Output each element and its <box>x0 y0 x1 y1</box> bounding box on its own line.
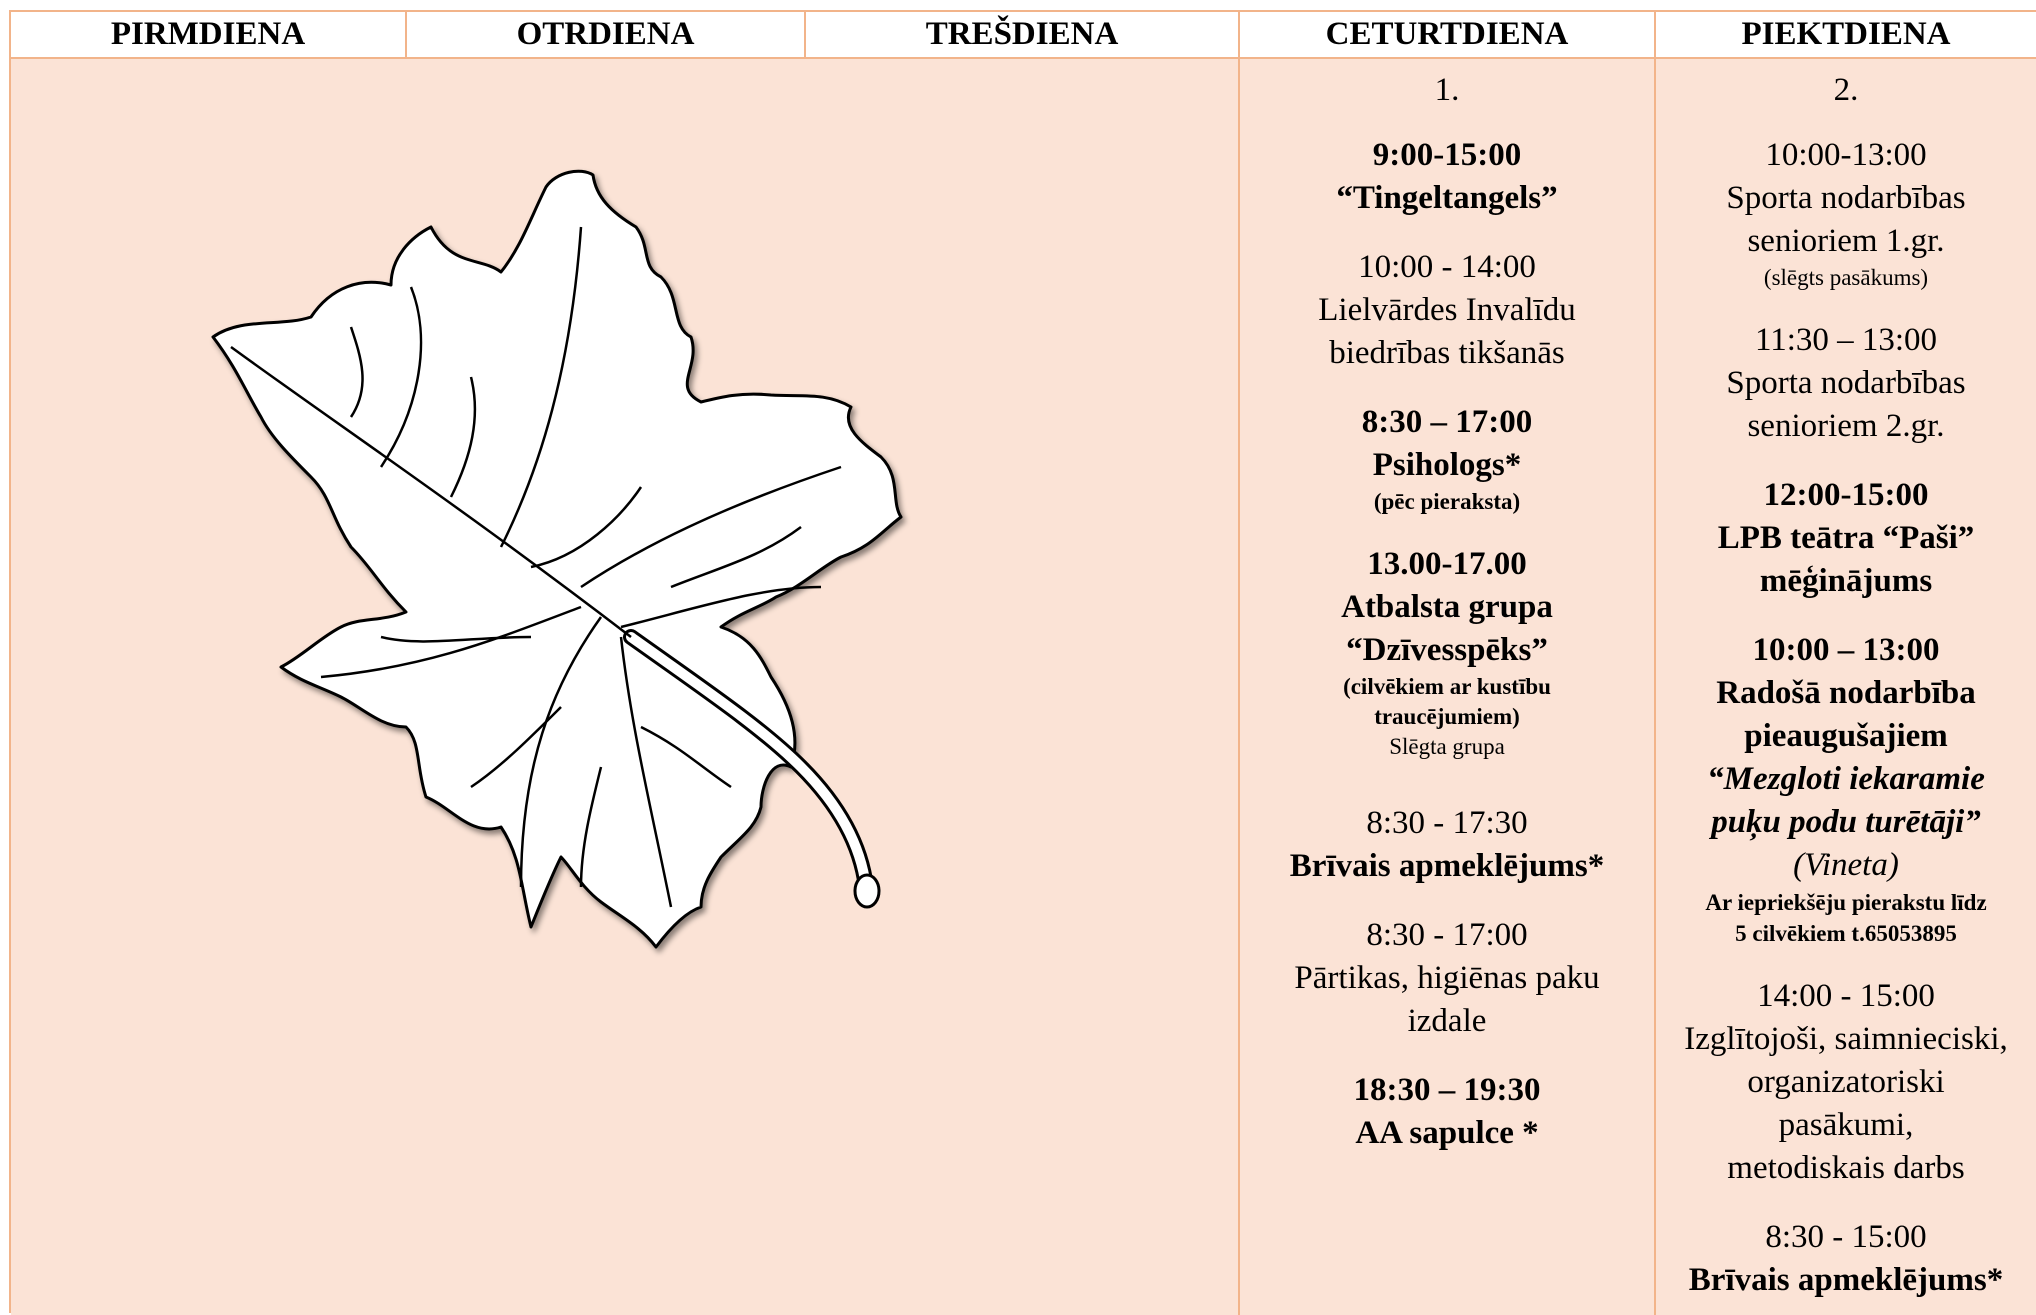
thursday-cell: 1. 9:00-15:00 “Tingeltangels” 10:00 - 14… <box>1240 59 1656 1315</box>
fri-event-5: 14:00 - 15:00 Izglītojoši, saimnieciski,… <box>1684 978 2008 1186</box>
fri-event-3: 12:00-15:00 LPB teātra “Paši” mēģinājums <box>1717 477 1975 599</box>
fri-event-4: 10:00 – 13:00 Radošā nodarbība pieauguša… <box>1705 632 1987 946</box>
header-friday: PIEKTDIENA <box>1656 12 2036 59</box>
header-tuesday: OTRDIENA <box>407 12 806 59</box>
thu-event-4: 13.00-17.00 Atbalsta grupa “Dzīvesspēks”… <box>1341 546 1553 759</box>
friday-date: 2. <box>1833 72 1859 108</box>
thu-event-6: 8:30 - 17:00 Pārtikas, higiēnas paku izd… <box>1294 917 1600 1039</box>
thu-event-5: 8:30 - 17:30 Brīvais apmeklējums* <box>1289 805 1605 884</box>
thu-event-2: 10:00 - 14:00 Lielvārdes Invalīdu biedrī… <box>1318 249 1576 371</box>
page-title-clipped <box>0 0 2036 10</box>
header-thursday: CETURTDIENA <box>1240 12 1656 59</box>
thu-event-7: 18:30 – 19:30 AA sapulce * <box>1353 1072 1541 1151</box>
header-monday: PIRMDIENA <box>11 12 407 59</box>
empty-days-cell <box>11 59 1240 1315</box>
maple-leaf-icon <box>211 169 903 949</box>
thu-event-3: 8:30 – 17:00 Psihologs* (pēc pieraksta) <box>1361 404 1533 514</box>
fri-event-1: 10:00-13:00 Sporta nodarbības senioriem … <box>1726 137 1966 290</box>
fri-event-2: 11:30 – 13:00 Sporta nodarbības seniorie… <box>1726 322 1966 444</box>
schedule-table: PIRMDIENA OTRDIENA TREŠDIENA CETURTDIENA… <box>9 10 2036 1315</box>
thursday-date: 1. <box>1434 72 1460 108</box>
header-wednesday: TREŠDIENA <box>806 12 1240 59</box>
fri-event-6: 8:30 - 15:00 Brīvais apmeklējums* <box>1688 1219 2004 1298</box>
friday-cell: 2. 10:00-13:00 Sporta nodarbības seniori… <box>1656 59 2036 1315</box>
thu-event-1: 9:00-15:00 “Tingeltangels” <box>1336 137 1558 216</box>
